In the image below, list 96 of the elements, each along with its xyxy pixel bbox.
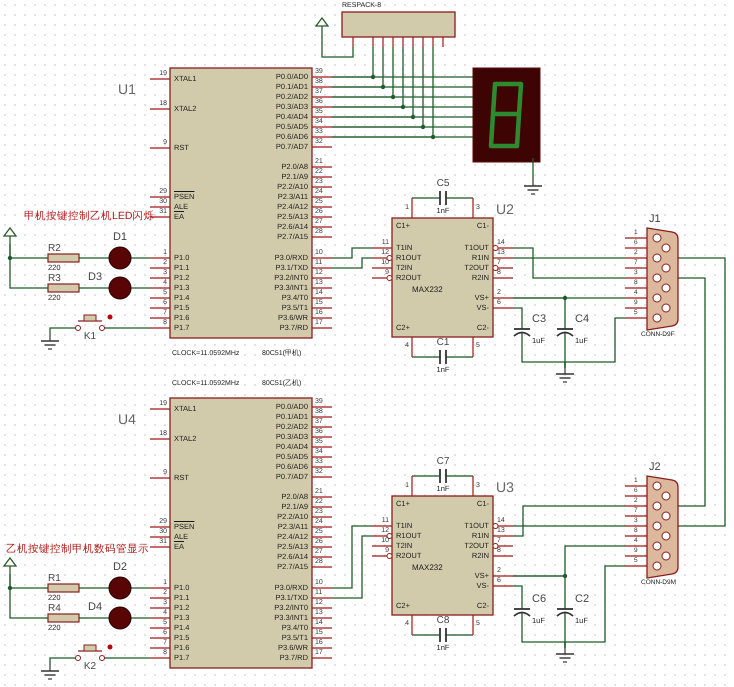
wire	[412, 356, 425, 358]
wire	[513, 585, 523, 592]
part-label: C3	[532, 314, 546, 325]
wire	[412, 197, 425, 199]
wire	[680, 277, 706, 507]
chip-designator: U4	[118, 412, 136, 426]
wire	[332, 247, 372, 259]
part-label: R3	[48, 274, 61, 284]
wire	[332, 76, 473, 78]
part-label: MAX232	[412, 286, 443, 294]
wire	[332, 106, 473, 108]
wire	[131, 587, 150, 589]
seven-segment-display	[473, 68, 540, 162]
wire	[82, 587, 109, 589]
power-terminal	[315, 18, 329, 34]
part-label: R1	[48, 574, 61, 584]
wire	[9, 574, 45, 619]
wire	[131, 287, 150, 289]
led	[88, 272, 131, 299]
ic-chip	[372, 198, 513, 357]
power-terminal	[3, 558, 17, 574]
wire	[82, 257, 109, 259]
part-label: D1	[112, 232, 128, 243]
wire	[131, 617, 150, 619]
wire	[332, 116, 473, 118]
part-label: C6	[532, 594, 546, 605]
wire	[332, 525, 372, 589]
wire	[461, 634, 473, 636]
resistor	[45, 604, 82, 632]
ground-symbol	[555, 368, 575, 384]
part-label: C2	[575, 594, 590, 605]
part-label: C5	[436, 179, 450, 189]
power-terminal	[3, 228, 17, 244]
wire	[680, 257, 726, 527]
resistor	[45, 244, 82, 272]
wire	[513, 505, 625, 537]
wire	[564, 317, 625, 368]
wire	[321, 34, 354, 58]
part-label: R4	[48, 604, 61, 614]
resistor-pack	[342, 2, 455, 47]
wire	[332, 96, 473, 98]
chip-designator: U2	[496, 202, 514, 216]
annotation-text: 乙机按键控制甲机数码管显示	[6, 544, 149, 554]
chip-designator: U3	[496, 480, 514, 494]
part-label: J2	[649, 462, 661, 473]
ic-chip	[372, 476, 513, 635]
wire	[332, 136, 473, 138]
wire	[332, 126, 473, 128]
wire	[332, 257, 372, 269]
wire	[114, 657, 150, 659]
wire	[564, 565, 625, 648]
part-label: D2	[112, 562, 128, 573]
part-label: C1	[436, 338, 450, 348]
part-label: C7	[436, 457, 450, 467]
part-label: D4	[88, 602, 102, 613]
resistor	[45, 274, 82, 302]
wire	[114, 327, 150, 329]
part-label: K1	[84, 332, 96, 342]
wire	[513, 525, 625, 527]
wire	[412, 475, 425, 477]
led	[109, 232, 131, 269]
part-label: C8	[436, 616, 450, 626]
wire	[332, 86, 473, 88]
wire	[461, 356, 473, 358]
part-label: C4	[575, 314, 590, 325]
led	[109, 562, 131, 599]
resistor	[45, 574, 82, 602]
ground-symbol	[523, 180, 543, 196]
wire	[513, 247, 625, 279]
wire	[461, 197, 473, 199]
microcontroller-chip	[150, 398, 332, 668]
wire	[82, 617, 88, 619]
ground-symbol	[555, 648, 575, 664]
wire	[461, 475, 473, 477]
wire	[412, 634, 425, 636]
wire	[49, 657, 74, 665]
wire	[82, 287, 88, 289]
wire	[131, 257, 150, 259]
part-label: K2	[84, 662, 96, 672]
part-label: MAX232	[412, 564, 443, 572]
part-label: J1	[649, 214, 661, 225]
annotation-text: 甲机按键控制乙机LED闪烁	[24, 211, 154, 222]
wire	[49, 327, 74, 335]
wire	[513, 575, 566, 592]
wire	[513, 297, 566, 312]
wire	[513, 307, 523, 312]
wire	[513, 257, 625, 259]
wire	[9, 244, 45, 289]
wire	[332, 535, 372, 599]
led	[88, 602, 131, 629]
ground-symbol	[40, 665, 60, 681]
chip-designator: U1	[118, 82, 136, 96]
part-label: R2	[48, 244, 61, 254]
wire	[532, 162, 534, 180]
ground-symbol	[40, 335, 60, 351]
part-label: D3	[88, 272, 102, 283]
